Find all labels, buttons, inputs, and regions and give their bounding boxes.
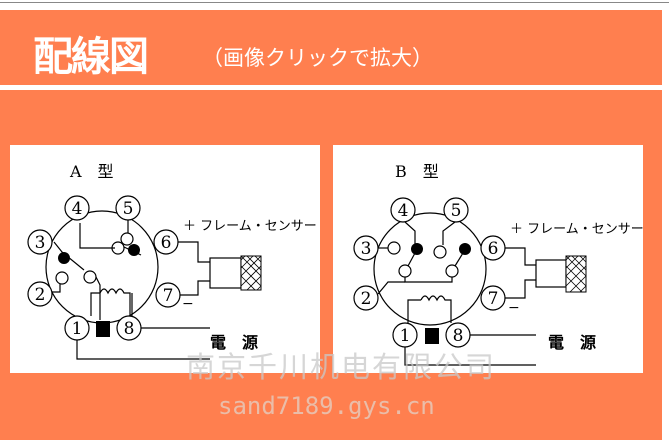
section-subtitle: （画像クリックで拡大）	[202, 46, 433, 70]
pin-terminals: 1 2 3 4 5 6 7 8	[27, 195, 181, 341]
pin-8: 8	[124, 319, 135, 339]
minus-label: −	[508, 300, 520, 316]
section-header: 配線図 （画像クリックで拡大）	[0, 10, 662, 85]
pin-5: 5	[451, 201, 462, 221]
power-label: 電 源	[548, 333, 596, 352]
pin-7: 7	[163, 286, 174, 306]
flame-sensor-label: ＋ フレーム・センサー	[183, 219, 317, 234]
pin-4: 4	[72, 199, 83, 219]
pin-4: 4	[398, 201, 409, 221]
wiring-diagram-a[interactable]: A 型 1 2 3 4	[10, 145, 320, 373]
pin-6: 6	[161, 233, 172, 253]
power-label: 電 源	[210, 333, 258, 352]
minus-label: −	[182, 296, 194, 312]
pin-1: 1	[72, 319, 83, 339]
pin-3: 3	[361, 239, 372, 259]
top-divider	[0, 2, 669, 3]
flame-sensor-connector-icon	[565, 255, 587, 293]
diagram-a-svg: A 型 1 2 3 4	[27, 162, 317, 360]
pin-6: 6	[488, 239, 499, 259]
pin-5: 5	[123, 199, 134, 219]
pin-2: 2	[361, 289, 372, 309]
wiring-diagram-b[interactable]: B 型 1 2 3 4 5 6	[333, 145, 644, 373]
pin-7: 7	[488, 289, 499, 309]
pin-terminals: 1 2 3 4 5 6 7 8	[353, 197, 506, 348]
section-title: 配線図	[33, 34, 149, 80]
type-label: A 型	[69, 162, 114, 181]
flame-sensor-connector-icon	[240, 255, 262, 291]
diagram-b-svg: B 型 1 2 3 4 5 6	[353, 162, 644, 366]
flame-sensor-label: ＋ フレーム・センサー	[510, 222, 643, 237]
watermark-site: sand7189.gys.cn	[218, 392, 435, 420]
pin-2: 2	[35, 285, 46, 305]
watermark-company: 南京千川机电有限公司	[186, 350, 497, 384]
pin-3: 3	[35, 233, 46, 253]
type-label: B 型	[395, 162, 439, 181]
pin-1: 1	[400, 326, 411, 346]
pin-8: 8	[453, 326, 464, 346]
